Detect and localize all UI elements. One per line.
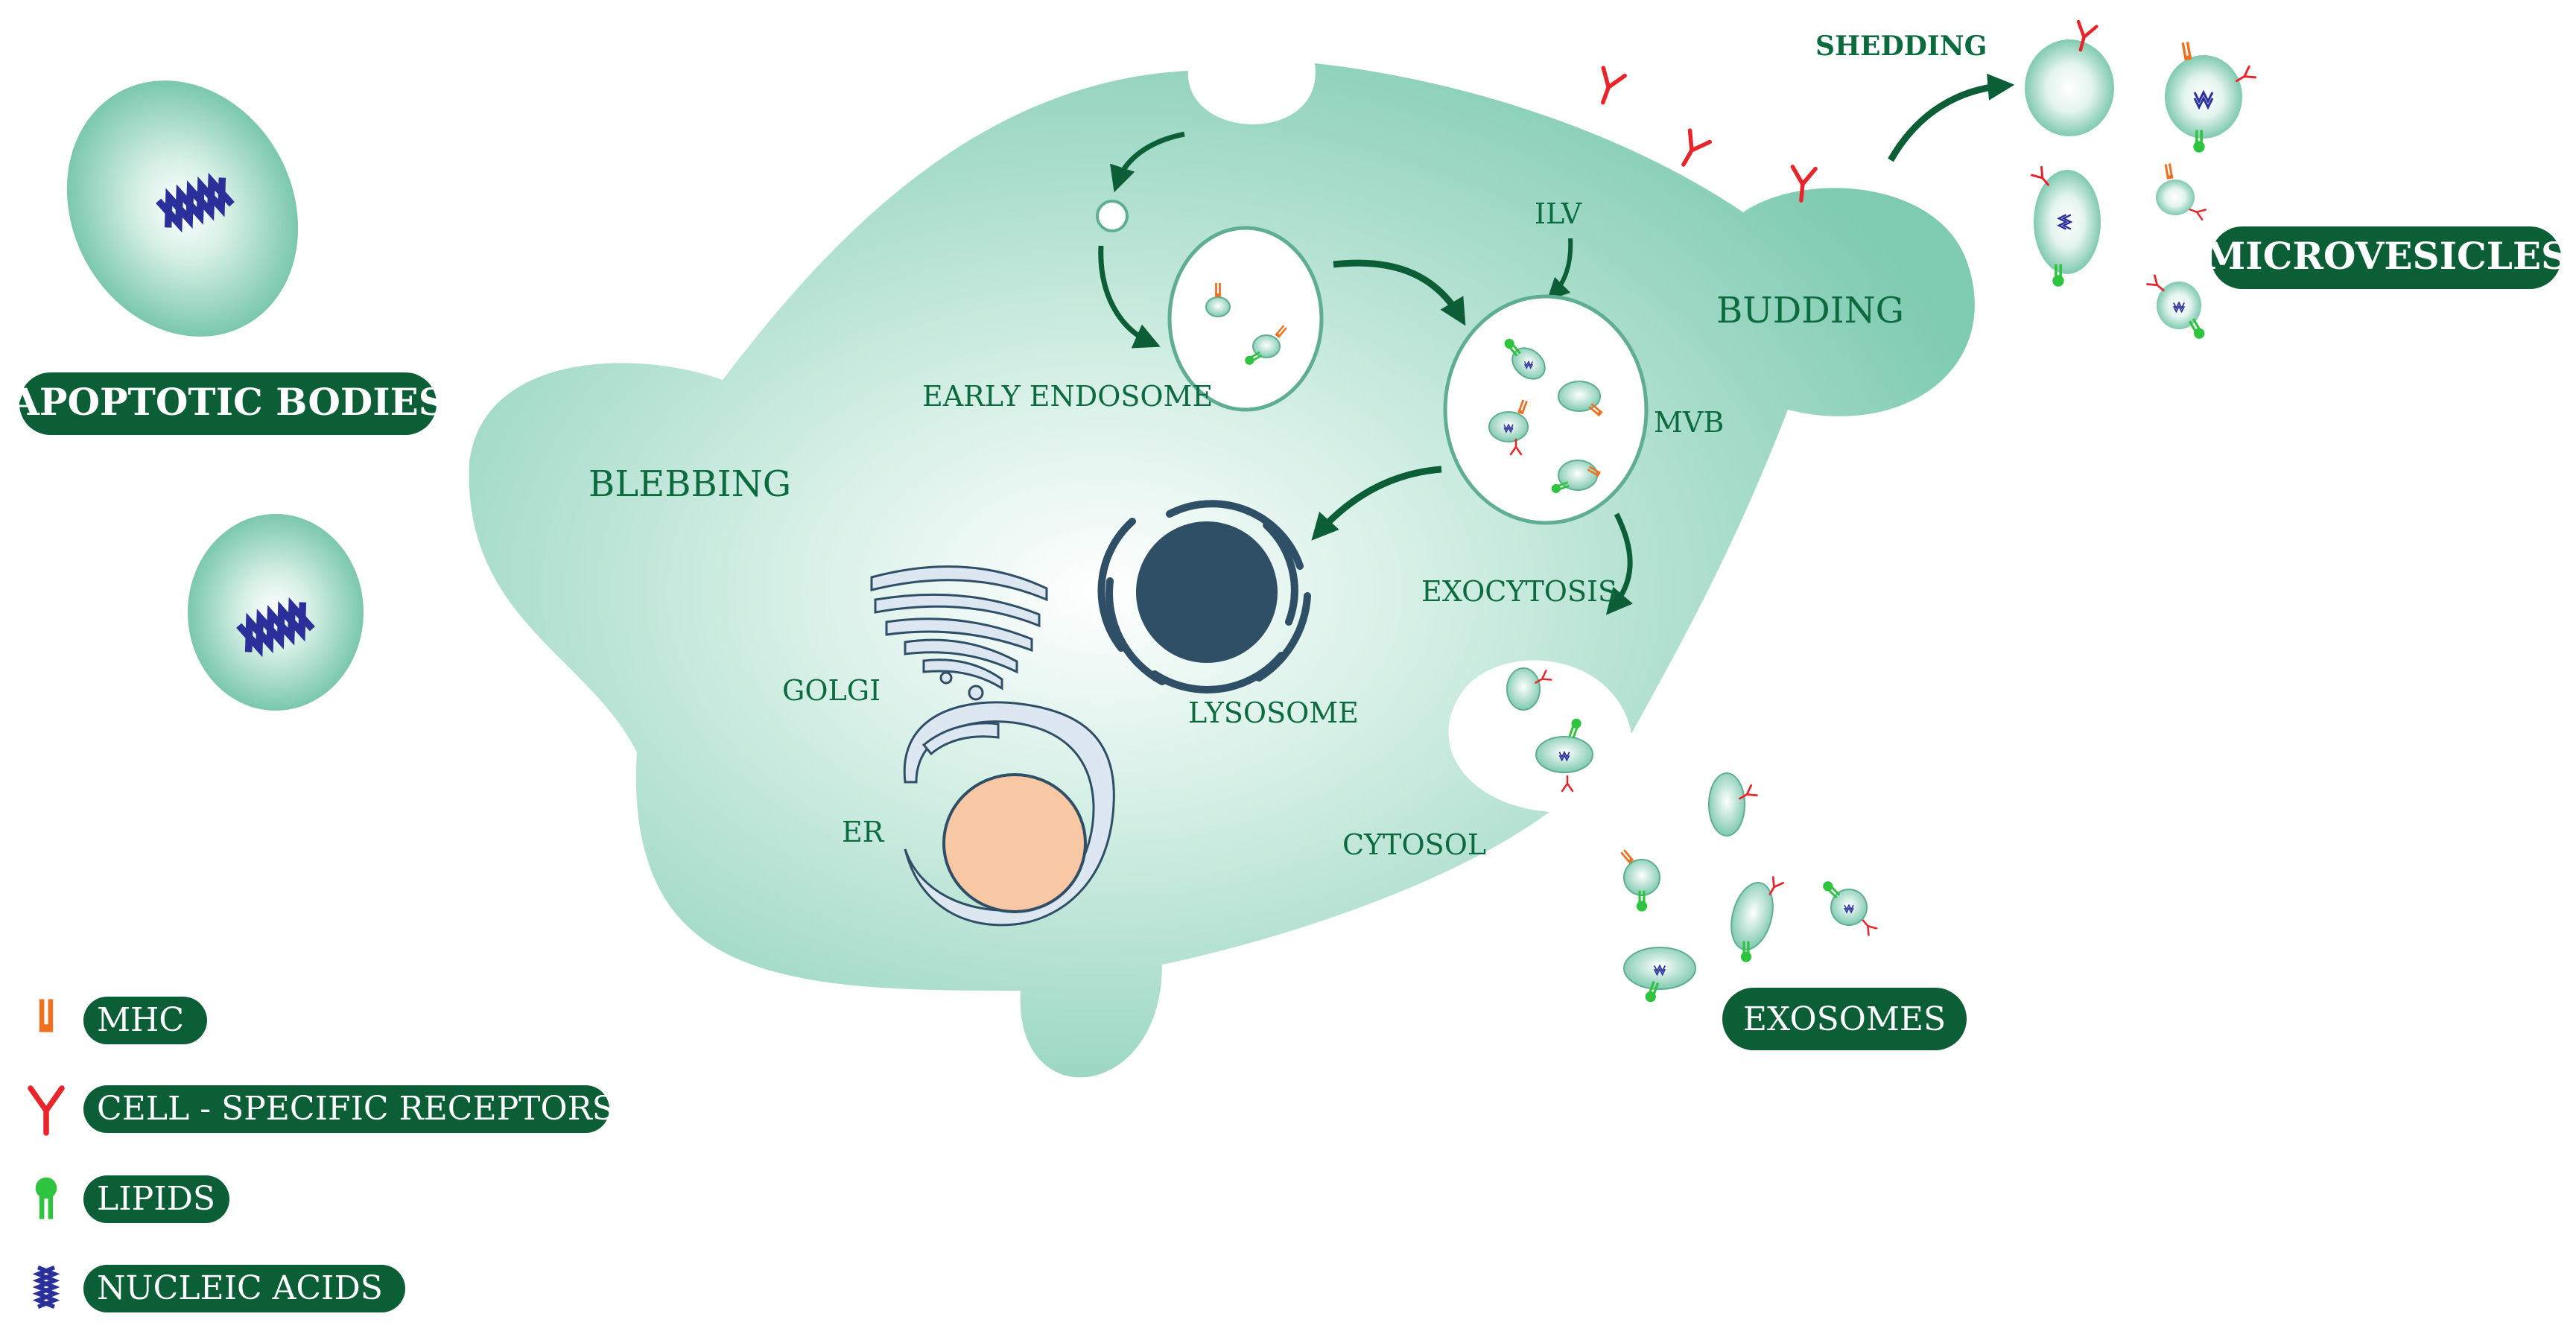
receptor-icon: [31, 1088, 62, 1133]
microvesicles-cluster: [2025, 22, 2257, 341]
endoplasmic-reticulum: [903, 701, 1115, 927]
mhc-icon: [39, 999, 54, 1032]
shedding-arrow: [1888, 73, 2015, 162]
nucleic-acid-icon: [38, 1268, 54, 1307]
endocytosis-arrow: [1110, 131, 1185, 193]
lysosome: [1097, 500, 1311, 693]
legend-item-nucleic-acids: NUCLEIC ACIDS: [38, 1265, 405, 1312]
microvesicles-pill: MICROVESICLES: [2204, 226, 2568, 289]
receptor-icon: [1674, 130, 1710, 171]
mvb-label: MVB: [1654, 406, 1724, 439]
legend-item-mhc: MHC: [39, 997, 207, 1044]
svg-text:APOPTOTIC BODIES: APOPTOTIC BODIES: [10, 380, 445, 424]
nucleus: [942, 773, 1087, 913]
multivesicular-body: [1443, 294, 1649, 525]
exosomes-cluster: [1620, 772, 1878, 1004]
svg-text:EXOSOMES: EXOSOMES: [1743, 1000, 1946, 1038]
endosome-to-mvb-arrow: [1333, 259, 1466, 326]
er-label: ER: [842, 816, 885, 848]
exosomes-pill: EXOSOMES: [1722, 988, 1967, 1050]
exocytosis-label: EXOCYTOSIS: [1421, 575, 1617, 608]
ilv-arrow: [1546, 238, 1573, 301]
legend-item-lipids: LIPIDS: [35, 1175, 229, 1223]
svg-text:MICROVESICLES: MICROVESICLES: [2204, 234, 2568, 278]
golgi-apparatus: [870, 565, 1048, 701]
legend: MHC CELL - SPECIFIC RECEPTORS LIPIDS NUC…: [31, 997, 615, 1312]
legend-item-receptors: CELL - SPECIFIC RECEPTORS: [31, 1085, 615, 1133]
early-endosome: [1167, 226, 1324, 412]
mvb-to-lysosome-arrow: [1311, 466, 1442, 541]
svg-text:MHC: MHC: [97, 1001, 184, 1039]
exocytosis-pocket: [1448, 660, 1631, 812]
svg-text:NUCLEIC ACIDS: NUCLEIC ACIDS: [97, 1269, 383, 1307]
shedding-label: SHEDDING: [1815, 31, 1987, 62]
receptor-icon: [1592, 68, 1625, 107]
ilv-label: ILV: [1535, 197, 1582, 230]
lipid-icon: [35, 1177, 57, 1219]
mvb-to-exocytosis-arrow: [1605, 512, 1633, 615]
early-endosome-label: EARLY ENDOSOME: [922, 380, 1213, 413]
svg-text:LIPIDS: LIPIDS: [97, 1180, 215, 1218]
lysosome-label: LYSOSOME: [1188, 696, 1359, 729]
budding-label: BUDDING: [1716, 290, 1904, 331]
endocytic-vesicle: [1096, 200, 1129, 232]
apoptotic-body-1: [66, 80, 299, 337]
vesicle-to-endosome-arrow: [1098, 245, 1161, 349]
svg-text:CELL - SPECIFIC RECEPTORS: CELL - SPECIFIC RECEPTORS: [97, 1090, 615, 1128]
cytosol-label: CYTOSOL: [1342, 828, 1486, 861]
apoptotic-bodies-pill: APOPTOTIC BODIES: [10, 372, 445, 435]
blebbing-label: BLEBBING: [589, 463, 791, 505]
golgi-label: GOLGI: [782, 674, 881, 707]
apoptotic-body-2: [188, 514, 364, 711]
